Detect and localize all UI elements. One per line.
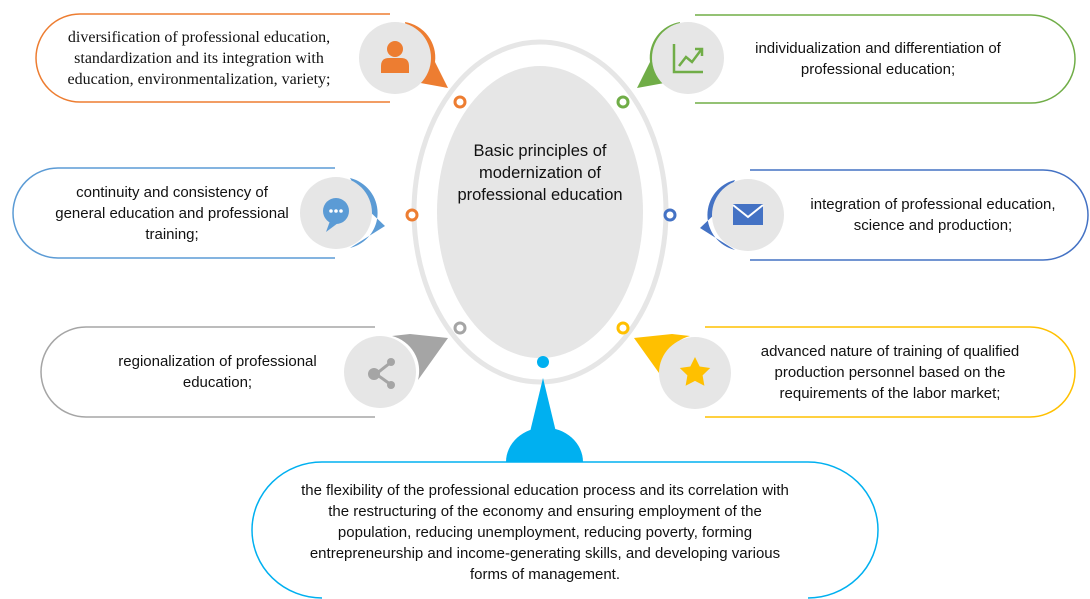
connector-dot-blue xyxy=(663,208,677,222)
principle-integration: integration of professional education, s… xyxy=(810,196,1056,234)
connector-dot-yellow xyxy=(616,321,630,335)
chat-bubble-icon xyxy=(323,198,349,232)
box-outline-advanced-training xyxy=(705,326,1076,418)
box-outline-flexibility xyxy=(251,461,808,599)
connector-dot-gray xyxy=(453,321,467,335)
box-outline-regionalization xyxy=(40,326,375,418)
principle-individualization: individualization and differentiation of… xyxy=(755,40,1001,78)
connector-dot-lightblue xyxy=(405,208,419,222)
box-outline-diversification xyxy=(35,13,390,103)
center-ellipse xyxy=(437,66,643,358)
principle-advanced-training: advanced nature of training of qualified… xyxy=(760,342,1020,402)
share-icon xyxy=(368,358,395,389)
pointer-advanced-training xyxy=(634,334,690,380)
envelope-icon xyxy=(732,204,764,225)
pointer-regionalization xyxy=(392,334,448,380)
box-outline-flexibility-right xyxy=(807,461,879,599)
person-icon xyxy=(381,41,409,73)
box-outline-continuity xyxy=(12,167,335,259)
principle-continuity: continuity and consistency of general ed… xyxy=(55,183,289,243)
principle-diversification: diversification of professional educatio… xyxy=(67,28,331,88)
center-title: Basic principles of modernization of pro… xyxy=(457,142,623,204)
pointer-flexibility xyxy=(506,427,583,462)
pointer-continuity xyxy=(350,178,385,248)
box-outline-integration xyxy=(750,169,1089,261)
growth-chart-icon xyxy=(672,44,704,74)
connector-dot-cyan xyxy=(537,356,549,368)
pointer-integration xyxy=(700,180,735,250)
connector-dot-orange xyxy=(453,95,467,109)
box-outline-individualization xyxy=(695,14,1076,104)
principle-regionalization: regionalization of professional educatio… xyxy=(118,353,317,391)
connector-dot-green xyxy=(616,95,630,109)
star-icon xyxy=(679,357,711,386)
principle-flexibility: the flexibility of the professional educ… xyxy=(301,481,789,583)
pointer-flexibility-spike xyxy=(530,378,556,432)
